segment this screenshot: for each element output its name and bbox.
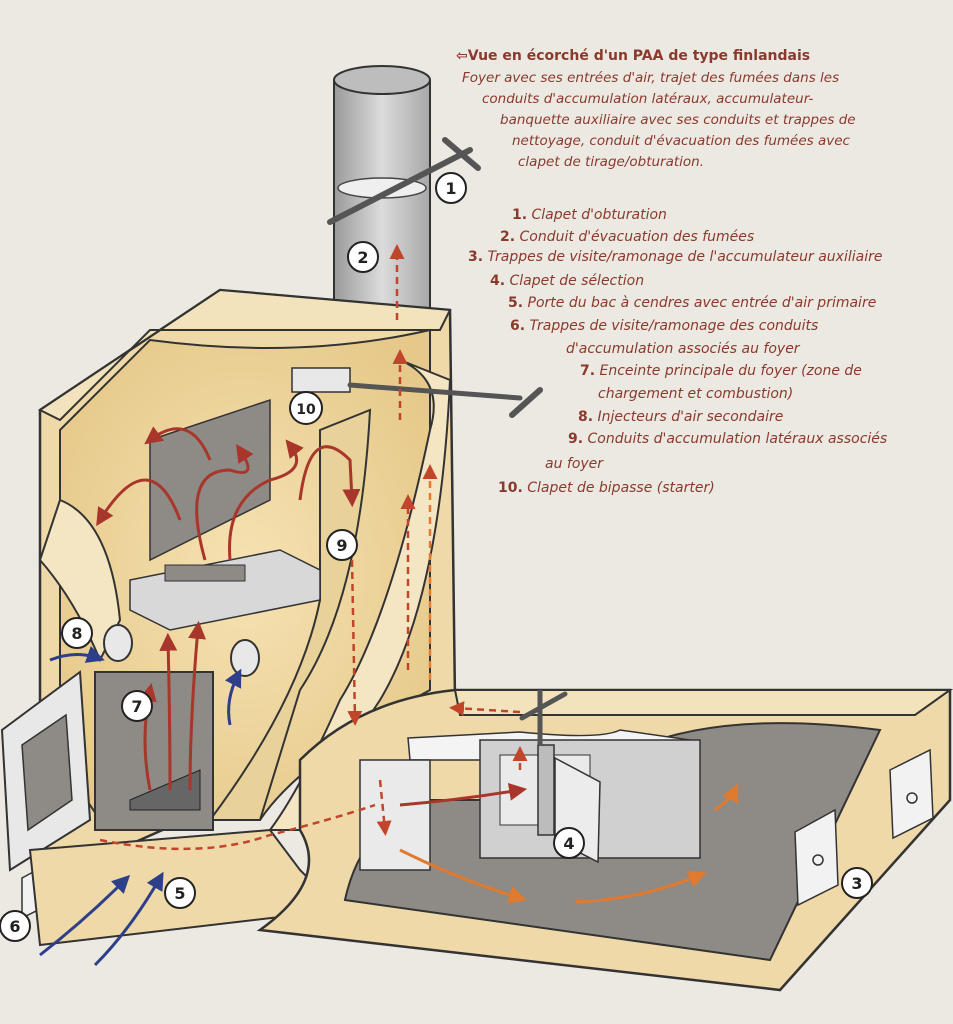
callout-8: 8 <box>61 617 93 649</box>
svg-text:6: 6 <box>9 917 20 936</box>
svg-text:10: 10 <box>296 402 316 418</box>
legend-item-6: 6. Trappes de visite/ramonage des condui… <box>510 318 819 334</box>
legend-item-9: 9. Conduits d'accumulation latéraux asso… <box>568 431 888 447</box>
bench-cleaning-hatch[interactable] <box>794 808 839 907</box>
svg-text:1: 1 <box>445 179 456 198</box>
svg-text:3: 3 <box>851 874 862 893</box>
caption-line: clapet de tirage/obturation. <box>518 154 705 170</box>
callout-5: 5 <box>164 877 196 909</box>
legend-item-3: 3. Trappes de visite/ramonage de l'accum… <box>468 249 883 265</box>
legend-item-1: 1. Clapet d'obturation <box>512 207 667 223</box>
warm-gas-flow-arrows <box>399 783 739 904</box>
callout-10: 10 <box>289 391 323 425</box>
svg-text:5: 5 <box>174 884 185 903</box>
callout-6: 6 <box>0 910 31 942</box>
caption-line: banquette auxiliaire avec ses conduits e… <box>500 112 856 128</box>
callout-3: 3 <box>841 867 873 899</box>
chimney-flue <box>327 65 481 321</box>
callout-9: 9 <box>326 529 358 561</box>
legend-item-5: 5. Porte du bac à cendres avec entrée d'… <box>508 295 877 311</box>
callout-2: 2 <box>347 241 379 273</box>
svg-text:2: 2 <box>357 248 368 267</box>
firebox-door[interactable] <box>0 670 92 872</box>
flue-gas-dashed-paths <box>99 244 528 851</box>
legend-item-10: 10. Clapet de bipasse (starter) <box>498 480 715 496</box>
caption-body: Foyer avec ses entrées d'air, trajet des… <box>462 68 902 173</box>
callout-1: 1 <box>435 172 467 204</box>
secondary-air-injector <box>103 624 260 677</box>
legend-item-2: 2. Conduit d'évacuation des fumées <box>500 229 755 245</box>
svg-text:8: 8 <box>71 624 82 643</box>
bench-accumulator <box>256 688 953 992</box>
legend-item-7: 7. Enceinte principale du foyer (zone de <box>580 363 862 379</box>
callout-7: 7 <box>121 690 153 722</box>
bypass-damper[interactable] <box>291 367 543 418</box>
legend-item-7-cont: chargement et combustion) <box>598 386 794 402</box>
legend-item-6-cont: d'accumulation associés au foyer <box>566 341 800 357</box>
hot-gas-flow-arrows <box>96 426 528 807</box>
caption-line: Foyer avec ses entrées d'air, trajet des… <box>462 70 840 86</box>
legend-item-4: 4. Clapet de sélection <box>490 273 645 289</box>
caption-title: ⇦Vue en écorché d'un PAA de type finland… <box>456 48 811 64</box>
combustion-air-arrows <box>39 645 242 967</box>
caption-line: conduits d'accumulation latéraux, accumu… <box>482 91 814 107</box>
caption-line: nettoyage, conduit d'évacuation des fumé… <box>512 133 850 149</box>
svg-text:9: 9 <box>336 536 347 555</box>
bench-cleaning-hatch[interactable] <box>889 748 934 840</box>
callout-4: 4 <box>553 827 585 859</box>
legend-item-8: 8. Injecteurs d'air secondaire <box>578 409 784 425</box>
svg-text:7: 7 <box>131 697 142 716</box>
svg-text:4: 4 <box>563 834 574 853</box>
legend-item-9-cont: au foyer <box>545 456 604 472</box>
